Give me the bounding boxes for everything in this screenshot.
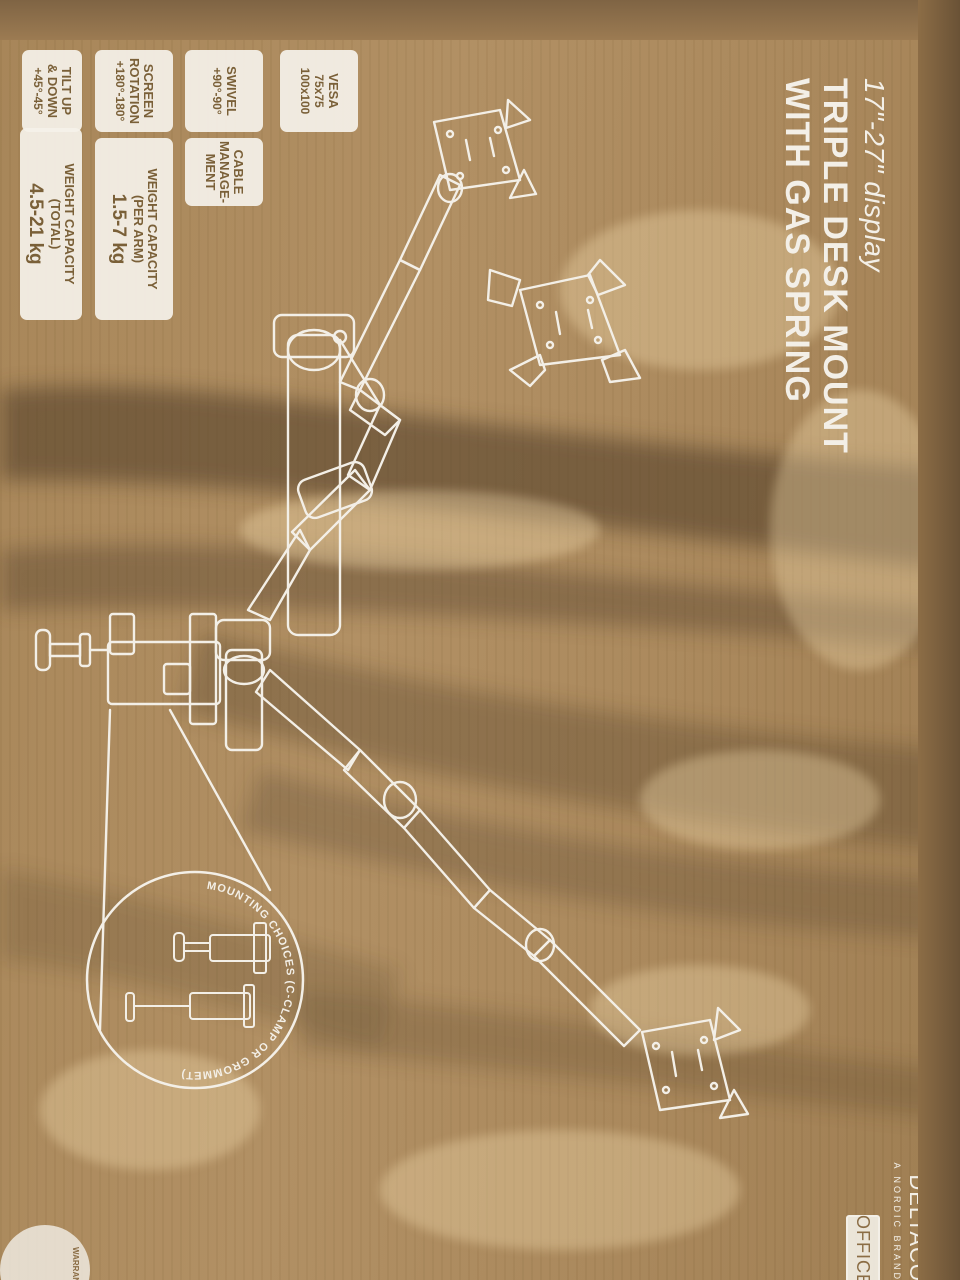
- lower-arm-drawing: [254, 668, 642, 1048]
- cardboard-box-face: 17"-27" display TRIPLE DESK MOUNT WITH G…: [0, 10, 948, 1280]
- triple-arm-illustration: [34, 98, 750, 1120]
- callout-cone-drawing: [98, 708, 272, 1032]
- middle-arm-drawing: [272, 313, 356, 637]
- monitor-plate-bottom-drawing: [640, 1006, 750, 1120]
- monitor-plate-center-drawing: [486, 258, 642, 388]
- desk-clamp-drawing: [34, 612, 222, 726]
- mounting-choices-diagram: MOUNTING CHOICES (C-CLAMP OR GROMMET): [85, 870, 305, 1090]
- clamp-and-grommet-icons: [125, 922, 271, 1028]
- central-pole-drawing: [214, 618, 272, 752]
- box-side-edge: [918, 0, 960, 1280]
- monitor-plate-top-drawing: [432, 98, 538, 200]
- printed-artwork: 17"-27" display TRIPLE DESK MOUNT WITH G…: [0, 10, 948, 1280]
- upper-arm-drawing: [246, 172, 464, 622]
- box-top-flap: [0, 0, 960, 40]
